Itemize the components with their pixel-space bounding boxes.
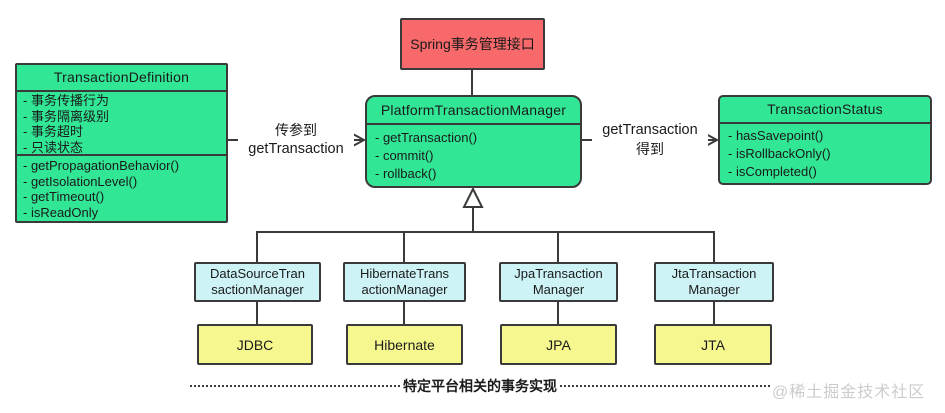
watermark: @稀土掘金技术社区 xyxy=(772,384,926,401)
class-platform-transaction-manager: PlatformTransactionManager - getTransact… xyxy=(365,95,582,188)
impl-box-label-line: HibernateTrans xyxy=(359,266,450,281)
method-row: - getIsolationLevel() xyxy=(23,173,138,189)
method-row: - getTransaction() xyxy=(375,130,478,145)
footer-caption: 特定平台相关的事务实现 xyxy=(403,378,557,394)
method-row: - hasSavepoint() xyxy=(728,128,824,143)
footer-rule: 特定平台相关的事务实现 xyxy=(190,377,770,395)
platform-box-label: Hibernate xyxy=(374,336,435,353)
platform-box-label: JPA xyxy=(546,336,571,353)
attribute-row: - 只读状态 xyxy=(23,139,83,155)
platform-box-hibernate: Hibernate xyxy=(346,324,463,365)
class-transaction-status: TransactionStatus - hasSavepoint() - isR… xyxy=(718,95,932,185)
class-title-transaction-status: TransactionStatus xyxy=(720,97,930,124)
methods-section: - hasSavepoint() - isRollbackOnly() - is… xyxy=(720,124,930,181)
inheritance-triangle-icon xyxy=(462,186,484,208)
impl-box-jpa-transaction-manager: JpaTransaction Manager xyxy=(499,262,618,302)
method-row: - isCompleted() xyxy=(728,164,817,179)
impl-box-hibernate-transaction-manager: HibernateTrans actionManager xyxy=(343,262,466,302)
platform-box-label: JDBC xyxy=(236,336,274,353)
methods-section: - getTransaction() - commit() - rollback… xyxy=(367,125,580,183)
dotted-line-right xyxy=(560,385,770,387)
methods-section: - getPropagationBehavior() - getIsolatio… xyxy=(17,156,226,220)
interface-box-label: Spring事务管理接口 xyxy=(410,36,535,52)
platform-box-label: JTA xyxy=(701,336,725,353)
class-title-platform-transaction-manager: PlatformTransactionManager xyxy=(367,97,580,125)
edge-label-line: getTransaction xyxy=(248,141,344,157)
class-title-transaction-definition: TransactionDefinition xyxy=(17,65,226,92)
dotted-line-left xyxy=(190,385,400,387)
edge-label-pass-param: 传参到 getTransaction xyxy=(238,120,354,160)
class-transaction-definition: TransactionDefinition - 事务传播行为 - 事务隔离级别 … xyxy=(15,63,228,223)
impl-box-datasource-transaction-manager: DataSourceTran sactionManager xyxy=(194,262,321,302)
edge-label-line: getTransaction xyxy=(602,122,698,138)
platform-box-jdbc: JDBC xyxy=(197,324,313,365)
impl-box-label-line: JtaTransaction xyxy=(671,266,757,281)
arrowhead-definition-to-manager xyxy=(350,132,367,148)
platform-box-jta: JTA xyxy=(654,324,772,365)
impl-box-label-line: Manager xyxy=(532,282,585,297)
attribute-row: - 事务传播行为 xyxy=(23,93,109,108)
method-row: - getPropagationBehavior() xyxy=(23,158,180,173)
edge-label-line: 得到 xyxy=(636,141,664,157)
method-row: - getTimeout() xyxy=(23,189,105,204)
interface-box-spring: Spring事务管理接口 xyxy=(400,18,545,70)
method-row: - rollback() xyxy=(375,166,437,181)
method-row: - commit() xyxy=(375,148,434,163)
platform-box-jpa: JPA xyxy=(500,324,617,365)
impl-box-label-line: DataSourceTran xyxy=(210,266,305,281)
impl-box-label-line: actionManager xyxy=(361,282,448,297)
impl-box-label-line: sactionManager xyxy=(211,282,304,297)
method-row: - isRollbackOnly() xyxy=(728,146,831,161)
impl-box-jta-transaction-manager: JtaTransaction Manager xyxy=(654,262,774,302)
impl-box-label-line: Manager xyxy=(688,282,740,297)
edge-label-obtain: getTransaction 得到 xyxy=(592,120,708,160)
method-row: - isReadOnly xyxy=(23,204,99,220)
impl-box-label-line: JpaTransaction xyxy=(514,266,603,281)
attribute-row: - 事务超时 xyxy=(23,124,83,139)
attribute-row: - 事务隔离级别 xyxy=(23,108,109,124)
arrowhead-manager-to-status xyxy=(703,132,720,148)
edge-label-line: 传参到 xyxy=(275,122,317,138)
attributes-section: - 事务传播行为 - 事务隔离级别 - 事务超时 - 只读状态 xyxy=(17,92,226,156)
